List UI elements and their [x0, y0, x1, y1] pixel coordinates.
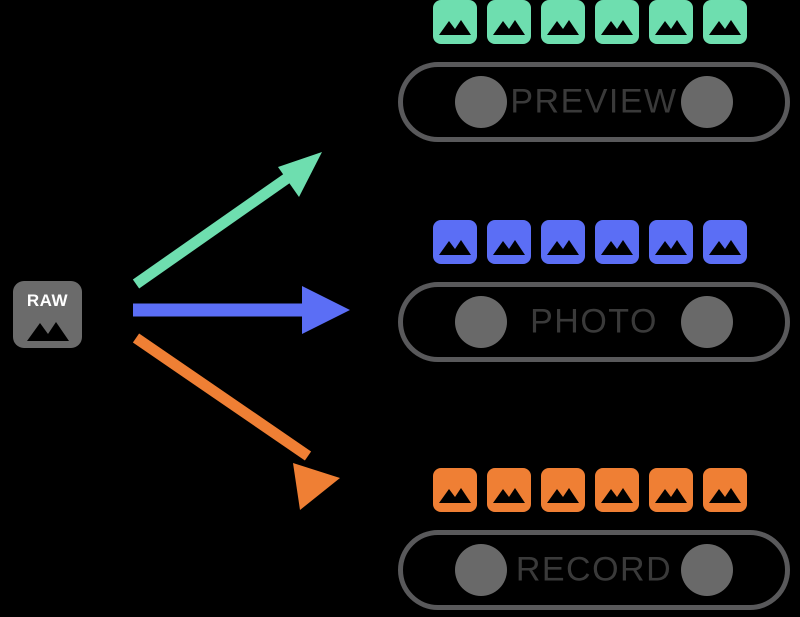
record-arrow — [132, 333, 340, 510]
lane-preview: PREVIEW — [398, 0, 792, 148]
raw-label: RAW — [26, 291, 69, 310]
belt-label-photo: PHOTO — [530, 302, 658, 341]
frame-strip-photo — [433, 220, 747, 264]
conveyor-belt-photo: PHOTO — [398, 282, 790, 362]
belt-label-record: RECORD — [515, 550, 673, 589]
frame-icon — [649, 220, 693, 264]
conveyor-belt-preview: PREVIEW — [398, 62, 790, 142]
frame-icon — [703, 220, 747, 264]
frame-icon — [595, 468, 639, 512]
photo-arrow — [133, 286, 350, 334]
frame-icon — [487, 468, 531, 512]
frame-icon — [703, 468, 747, 512]
frame-icon — [433, 468, 477, 512]
frame-icon — [487, 220, 531, 264]
frame-icon — [487, 0, 531, 44]
frame-icon — [703, 0, 747, 44]
belt-roller-right — [681, 296, 733, 348]
frame-icon — [433, 220, 477, 264]
frame-icon — [433, 0, 477, 44]
image-icon — [26, 322, 69, 341]
belt-roller-left — [455, 76, 507, 128]
frame-icon — [649, 0, 693, 44]
conveyor-belt-record: RECORD — [398, 530, 790, 610]
belt-roller-left — [455, 544, 507, 596]
frame-strip-record — [433, 468, 747, 512]
frame-strip-preview — [433, 0, 747, 44]
frame-icon — [541, 0, 585, 44]
frame-icon — [595, 0, 639, 44]
belt-roller-left — [455, 296, 507, 348]
belt-label-preview: PREVIEW — [510, 82, 678, 121]
belt-roller-right — [681, 76, 733, 128]
frame-icon — [541, 220, 585, 264]
raw-source-box: RAW — [13, 281, 82, 348]
frame-icon — [541, 468, 585, 512]
frame-icon — [649, 468, 693, 512]
belt-roller-right — [681, 544, 733, 596]
preview-arrow — [132, 152, 322, 289]
lane-record: RECORD — [398, 468, 792, 616]
frame-icon — [595, 220, 639, 264]
lane-photo: PHOTO — [398, 220, 792, 368]
